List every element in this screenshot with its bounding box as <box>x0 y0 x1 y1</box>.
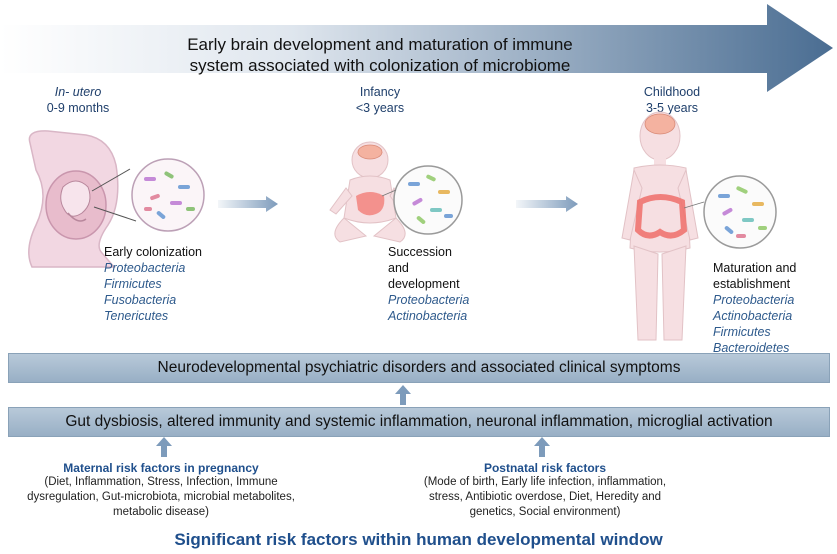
stage-infancy-range: <3 years <box>355 101 405 115</box>
bacteria-item: Proteobacteria <box>104 261 186 275</box>
development-timeline-arrow <box>0 4 833 92</box>
early-colonization-title: Early colonization <box>104 245 202 259</box>
risk-line: (Mode of birth, Early life infection, in… <box>423 476 667 488</box>
stage-in-utero-range: 0-9 months <box>46 101 110 115</box>
maternal-risk-text: (Diet, Inflammation, Stress, Infection, … <box>2 475 320 520</box>
early-colonization-block: Early colonization Proteobacteria Firmic… <box>104 244 254 324</box>
up-arrow-icon <box>395 385 411 405</box>
succession-title-line: Succession <box>388 245 452 259</box>
stage-infancy: Infancy <3 years <box>330 84 430 116</box>
disorders-bar: Neurodevelopmental psychiatric disorders… <box>8 353 830 383</box>
maturation-title: Maturation and establishment <box>713 260 833 292</box>
risk-line: metabolic disease) <box>113 506 209 518</box>
maternal-risk-factors: Maternal risk factors in pregnancy (Diet… <box>2 461 320 520</box>
maturation-block: Maturation and establishment Proteobacte… <box>713 260 833 356</box>
infant-illustration <box>329 141 463 243</box>
risk-line: genetics, Social environment) <box>469 506 621 518</box>
succession-title-line: and <box>388 261 409 275</box>
risk-line: (Diet, Inflammation, Stress, Infection, … <box>44 476 278 488</box>
bacteria-item: Fusobacteria <box>104 293 177 307</box>
stage-arrow-2 <box>516 196 578 212</box>
stage-childhood-range: 3-5 years <box>645 101 699 115</box>
early-bacteria-list: Proteobacteria Firmicutes Fusobacteria T… <box>104 260 254 324</box>
child-illustration <box>621 111 777 341</box>
postnatal-risk-text: (Mode of birth, Early life infection, in… <box>400 475 690 520</box>
postnatal-risk-factors: Postnatal risk factors (Mode of birth, E… <box>400 461 690 520</box>
bacteria-item: Firmicutes <box>104 277 162 291</box>
stage-in-utero-name: In- utero <box>54 85 102 99</box>
dysbiosis-bar: Gut dysbiosis, altered immunity and syst… <box>8 407 830 437</box>
stage-childhood: Childhood 3-5 years <box>622 84 722 116</box>
timeline-line-2: system associated with colonization of m… <box>189 56 571 75</box>
stage-arrow-1 <box>218 196 278 212</box>
timeline-arrow-text: Early brain development and maturation o… <box>120 34 640 76</box>
bacteria-item: Proteobacteria <box>713 293 795 307</box>
bacteria-item: Tenericutes <box>104 309 169 323</box>
postnatal-risk-title: Postnatal risk factors <box>483 461 607 475</box>
bacteria-item: Proteobacteria <box>388 293 470 307</box>
bacteria-item: Actinobacteria <box>388 309 468 323</box>
up-arrow-icon <box>534 437 550 457</box>
timeline-line-1: Early brain development and maturation o… <box>187 35 573 54</box>
risk-line: dysregulation, Gut-microbiota, microbial… <box>27 491 295 503</box>
maturation-bacteria-list: Proteobacteria Actinobacteria Firmicutes… <box>713 292 833 356</box>
maturation-title-line: Maturation and <box>713 261 797 275</box>
bacteria-item: Bacteroidetes <box>713 341 790 355</box>
bacteria-item: Firmicutes <box>713 325 771 339</box>
risk-line: stress, Antibiotic overdose, Diet, Hered… <box>428 491 662 503</box>
succession-bacteria-list: Proteobacteria Actinobacteria <box>388 292 518 324</box>
maternal-risk-title: Maternal risk factors in pregnancy <box>63 461 259 475</box>
up-arrow-icon <box>156 437 172 457</box>
footer-title: Significant risk factors within human de… <box>174 530 663 549</box>
maturation-title-line: establishment <box>713 277 791 291</box>
succession-title-line: development <box>388 277 460 291</box>
stage-childhood-name: Childhood <box>643 85 701 99</box>
pregnancy-fetus-illustration <box>28 130 205 268</box>
succession-title: Succession and development <box>388 244 518 292</box>
succession-block: Succession and development Proteobacteri… <box>388 244 518 324</box>
stage-in-utero: In- utero 0-9 months <box>28 84 128 116</box>
stage-infancy-name: Infancy <box>359 85 401 99</box>
bacteria-item: Actinobacteria <box>713 309 793 323</box>
